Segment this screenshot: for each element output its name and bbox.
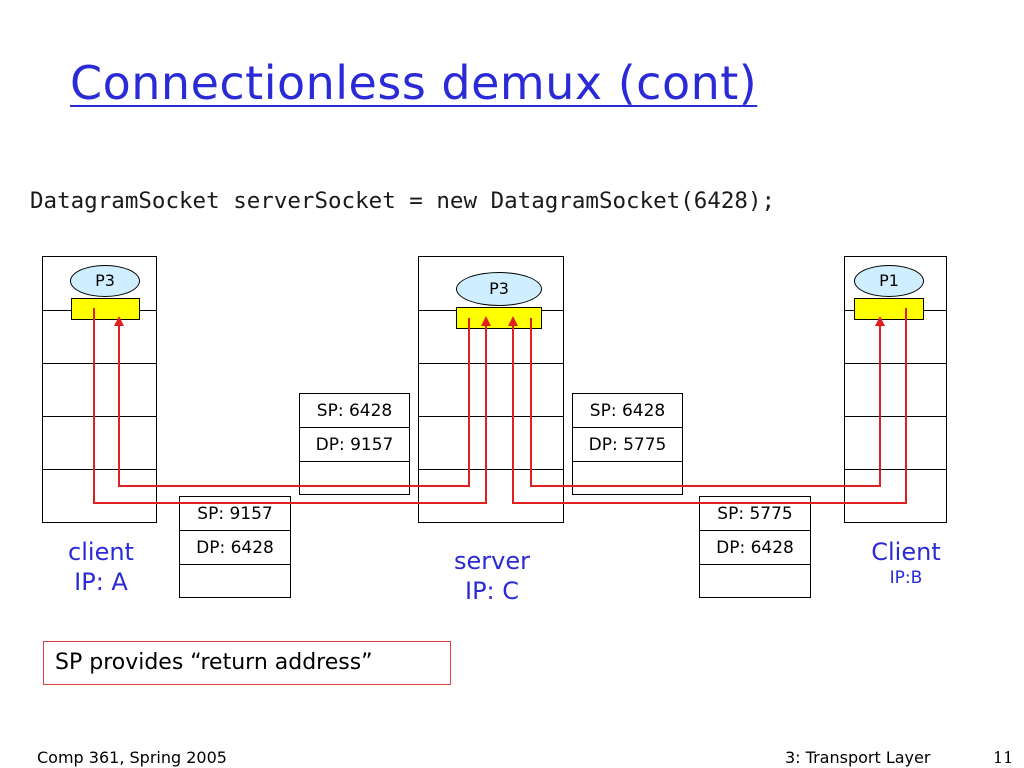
host-name: Client [871, 538, 941, 566]
flow-a-to-server [93, 308, 491, 504]
flow-b-to-server [508, 308, 907, 504]
process-oval-a: P3 [70, 265, 140, 297]
process-socket-server [456, 307, 542, 329]
segment-server-to-b: SP: 6428 DP: 5775 [572, 393, 683, 495]
host-label-server: server IP: C [432, 546, 552, 606]
note-box: SP provides “return address” [43, 641, 451, 685]
segment-dest-port: DP: 6428 [700, 531, 810, 565]
host-name: server [454, 547, 530, 575]
host-name: client [68, 538, 134, 566]
segment-source-port: SP: 9157 [180, 497, 290, 531]
footer-section: 3: Transport Layer [785, 748, 931, 767]
segment-source-port: SP: 6428 [573, 394, 682, 428]
host-ip: IP: C [464, 577, 520, 605]
segment-dest-port: DP: 9157 [300, 428, 409, 462]
segment-source-port: SP: 5775 [700, 497, 810, 531]
segment-server-to-a: SP: 6428 DP: 9157 [299, 393, 410, 495]
segment-dest-port: DP: 5775 [573, 428, 682, 462]
flow-server-to-a [114, 316, 470, 487]
page-number: 11 [993, 748, 1014, 767]
process-socket-a [71, 298, 140, 320]
process-oval-b: P1 [854, 265, 924, 297]
host-ip: IP:B [889, 568, 923, 588]
segment-b-to-server: SP: 5775 DP: 6428 [699, 496, 811, 598]
footer-course: Comp 361, Spring 2005 [37, 748, 227, 767]
host-ip: IP: A [74, 568, 128, 596]
segment-a-to-server: SP: 9157 DP: 6428 [179, 496, 291, 598]
host-label-client-a: client IP: A [46, 537, 156, 597]
host-label-client-b: Client IP:B [846, 537, 966, 589]
flow-server-to-b [530, 316, 885, 487]
segment-source-port: SP: 6428 [300, 394, 409, 428]
segment-dest-port: DP: 6428 [180, 531, 290, 565]
process-oval-server: P3 [456, 272, 542, 306]
slide-title: Connectionless demux (cont) [70, 56, 758, 110]
code-line: DatagramSocket serverSocket = new Datagr… [30, 188, 776, 214]
